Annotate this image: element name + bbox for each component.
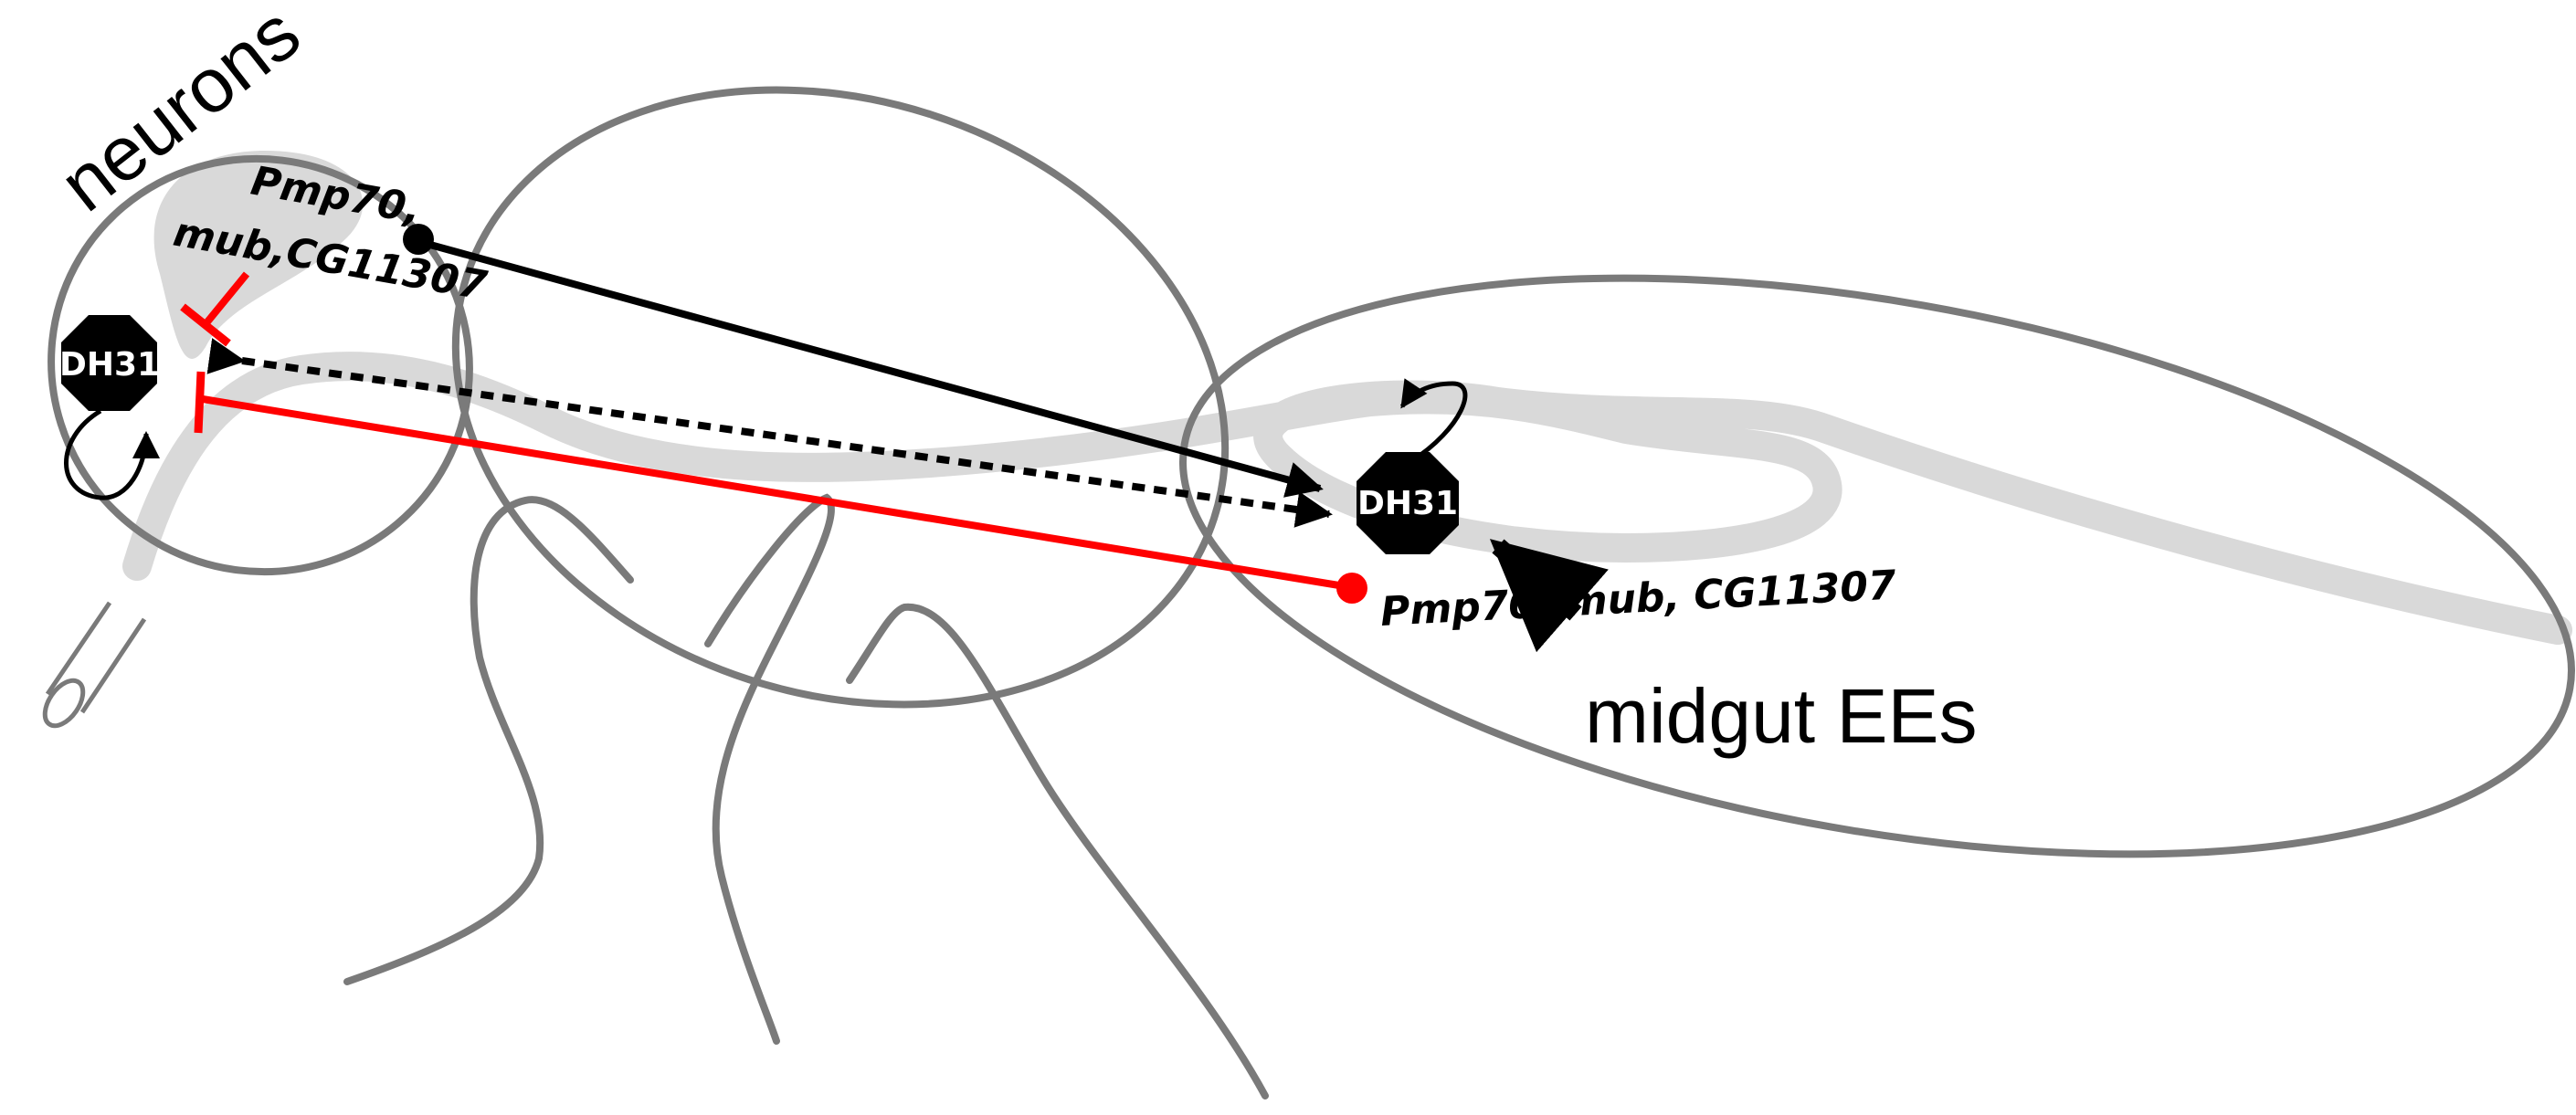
- legs: [343, 493, 1269, 1099]
- gut-to-head-inhibition: [202, 395, 1351, 591]
- dh31-head-label: DH31: [59, 346, 160, 384]
- gut-to-head-inhibition-bar: [194, 371, 206, 434]
- dh31-bidirectional-dotted: [206, 338, 1333, 528]
- dh31-head-node: DH31: [59, 315, 160, 411]
- head-autocrine-arrow: [64, 408, 160, 500]
- gut-autocrine-arrow: [1399, 378, 1468, 464]
- dh31-gut-node: DH31: [1357, 452, 1459, 554]
- dh31-gut-label: DH31: [1357, 485, 1458, 522]
- gut-genes-dot: [1336, 573, 1367, 604]
- brain-region: [153, 151, 364, 359]
- head-genes-to-gut-dh31-arrow: [418, 238, 1324, 498]
- head-genes-dot: [403, 224, 434, 255]
- midgut-label: midgut EEs: [1585, 673, 1978, 759]
- gut-gene-label: Pmp70, mub, CG11307: [1379, 562, 1897, 636]
- head-inhibition-bar: [180, 303, 231, 347]
- head-inhibition-line: [202, 271, 250, 327]
- proboscis: [42, 601, 147, 729]
- gut-genes-activation-arrow: [1489, 539, 1609, 653]
